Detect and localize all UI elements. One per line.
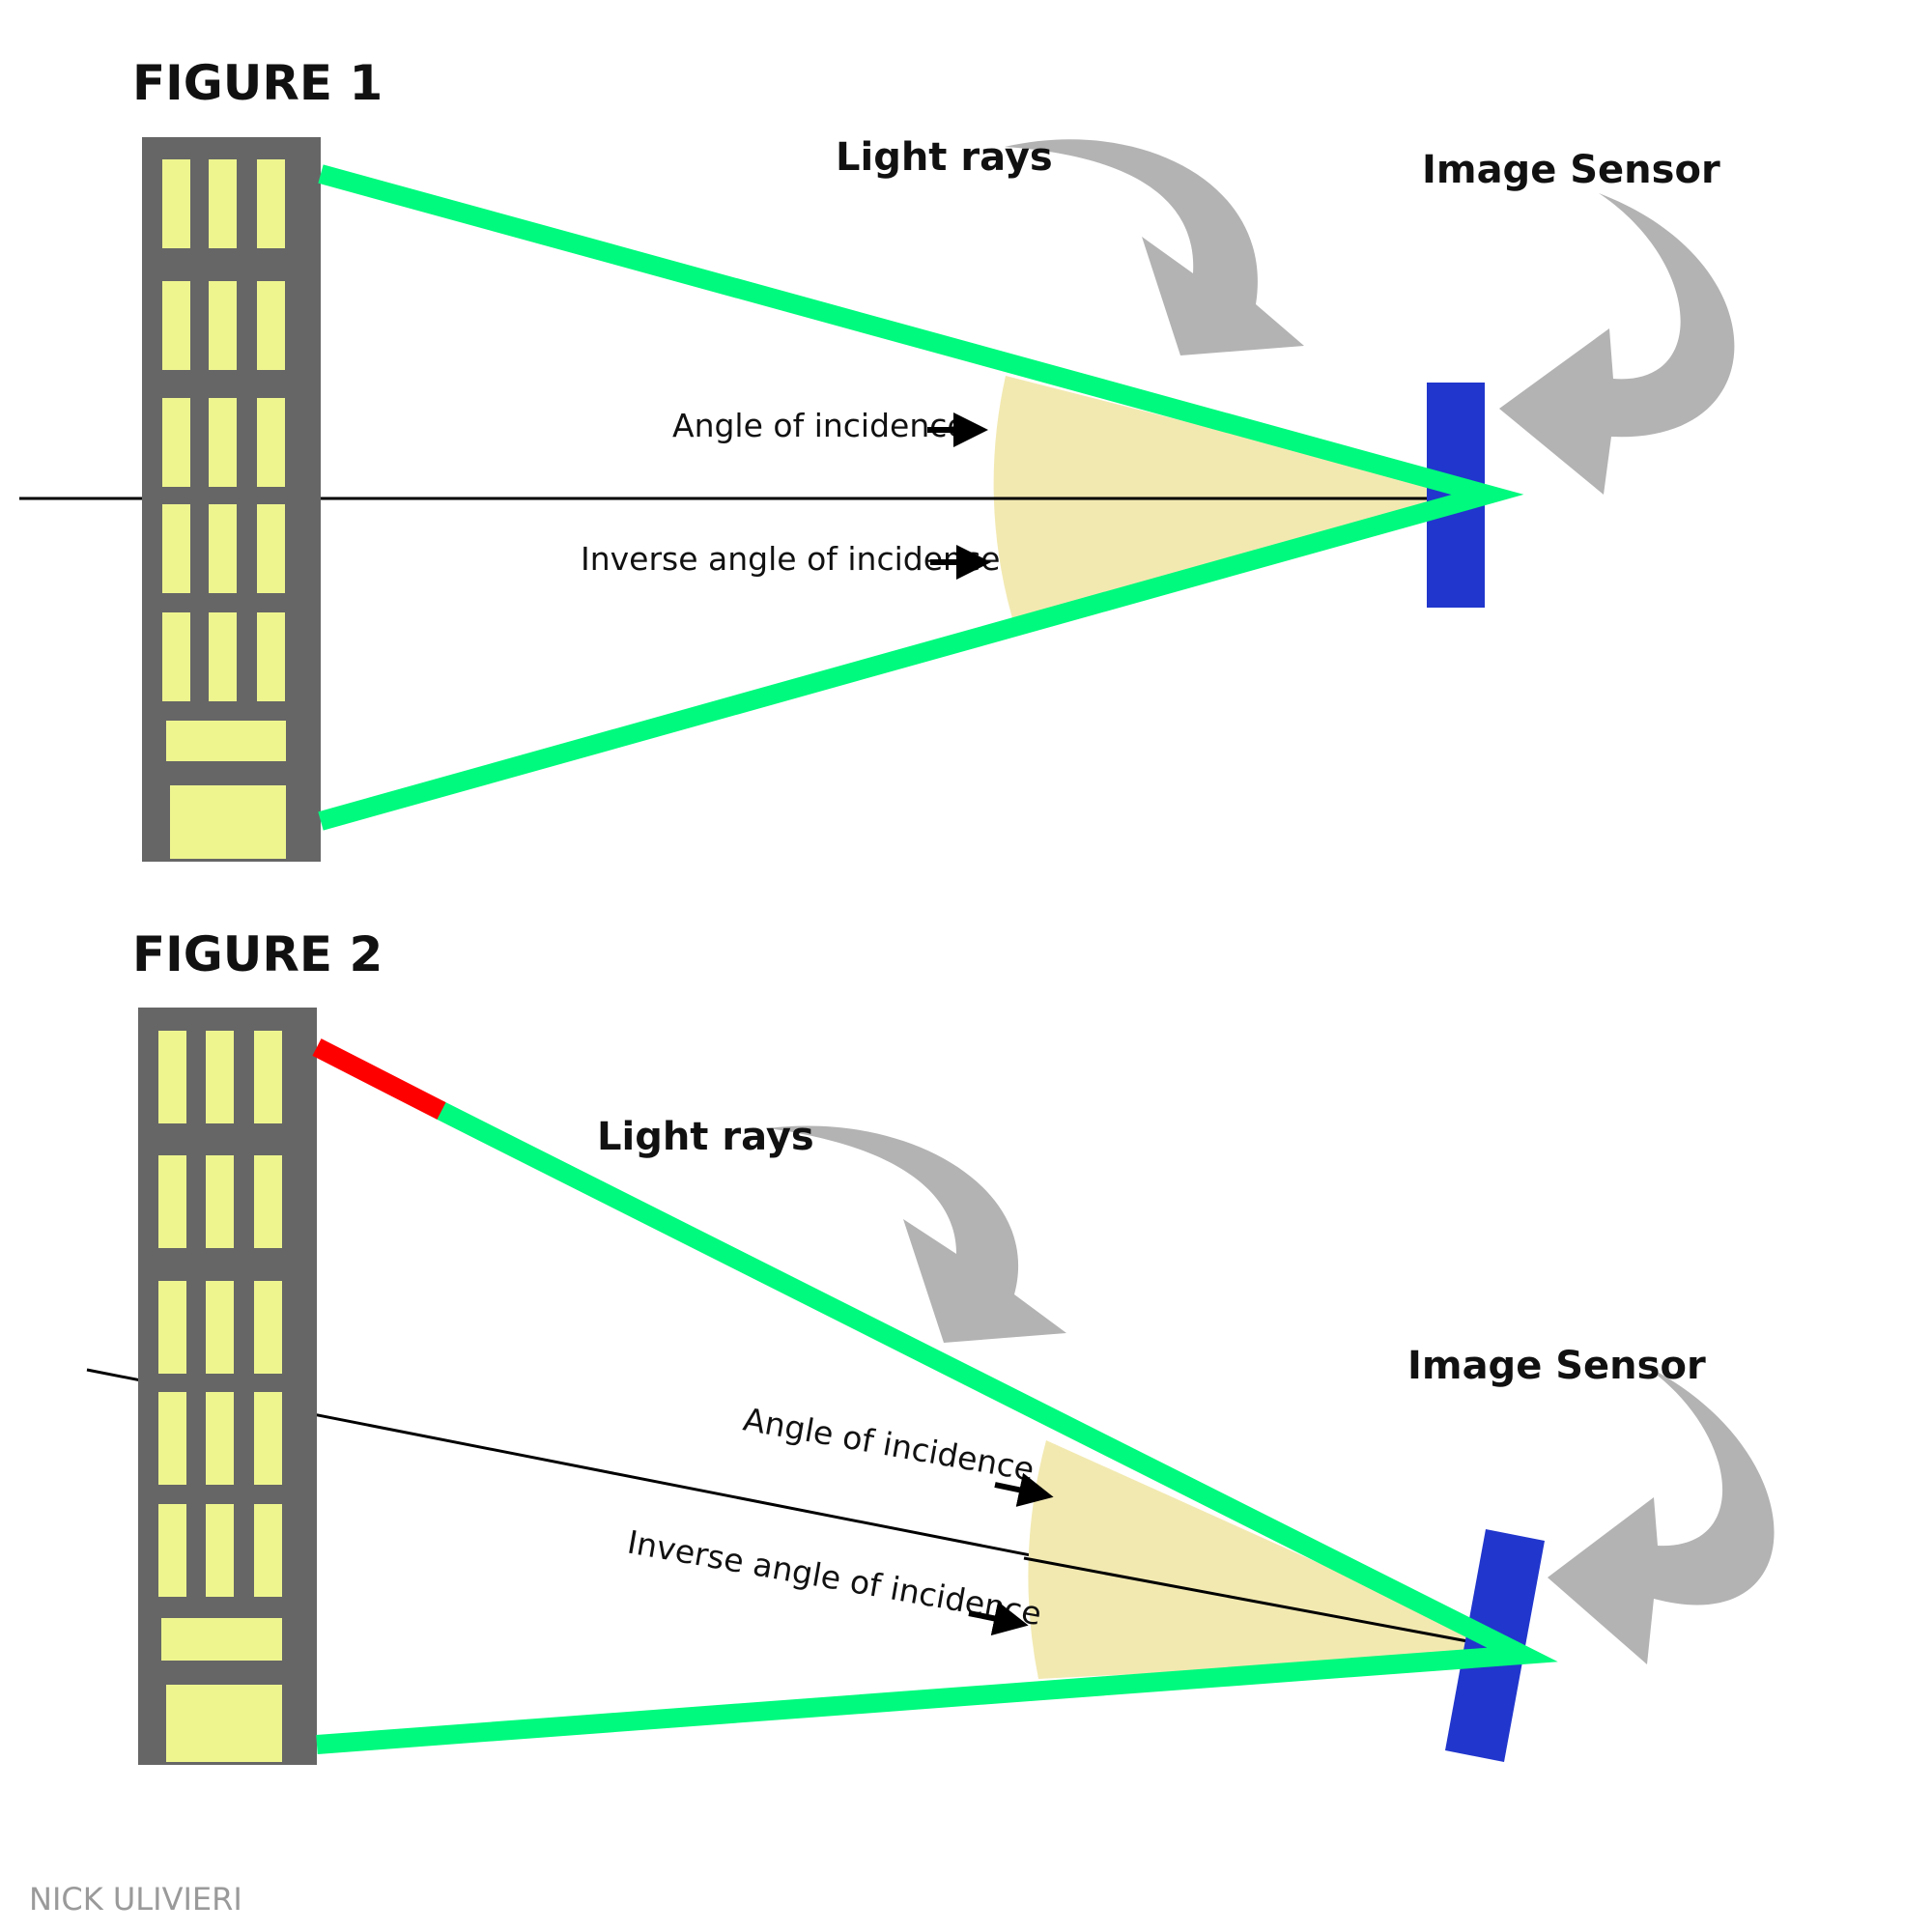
angle-wedge <box>1028 1440 1522 1679</box>
image-sensor-label: Image Sensor <box>1422 148 1720 192</box>
image-sensor-callout-arrow <box>1548 1364 1775 1664</box>
figure-2: FIGURE 2 Light rays <box>86 926 1775 1765</box>
image-sensor-callout-arrow <box>1499 193 1735 495</box>
light-ray-path <box>316 1101 1558 1754</box>
building <box>142 137 321 862</box>
angle-of-incidence-label: Angle of incidence <box>741 1400 1037 1488</box>
light-ray-path <box>318 164 1524 831</box>
angle-of-incidence-label: Angle of incidence <box>672 407 967 444</box>
light-rays-label: Light rays <box>597 1115 814 1159</box>
building-windows <box>158 1031 282 1762</box>
image-sensor-label: Image Sensor <box>1407 1344 1706 1388</box>
blocked-ray-segment <box>312 1038 446 1120</box>
inverse-angle-of-incidence-pointer <box>968 1601 1029 1636</box>
figure-2-title: FIGURE 2 <box>132 926 383 982</box>
credit-text: NICK ULIVIERI <box>29 1881 242 1918</box>
light-rays-label: Light rays <box>836 135 1053 180</box>
optical-axis-over-wedge <box>1023 1556 1479 1645</box>
light-rays-callout-arrow <box>768 1125 1066 1343</box>
figure-1: FIGURE 1 Light rays I <box>19 55 1735 862</box>
figure-1-title: FIGURE 1 <box>132 55 383 111</box>
light-rays-callout-arrow <box>1005 139 1304 355</box>
building-windows <box>162 159 286 859</box>
inverse-angle-of-incidence-label: Inverse angle of incidence <box>581 540 1000 578</box>
building <box>138 1008 317 1765</box>
angle-of-incidence-pointer <box>994 1472 1054 1507</box>
